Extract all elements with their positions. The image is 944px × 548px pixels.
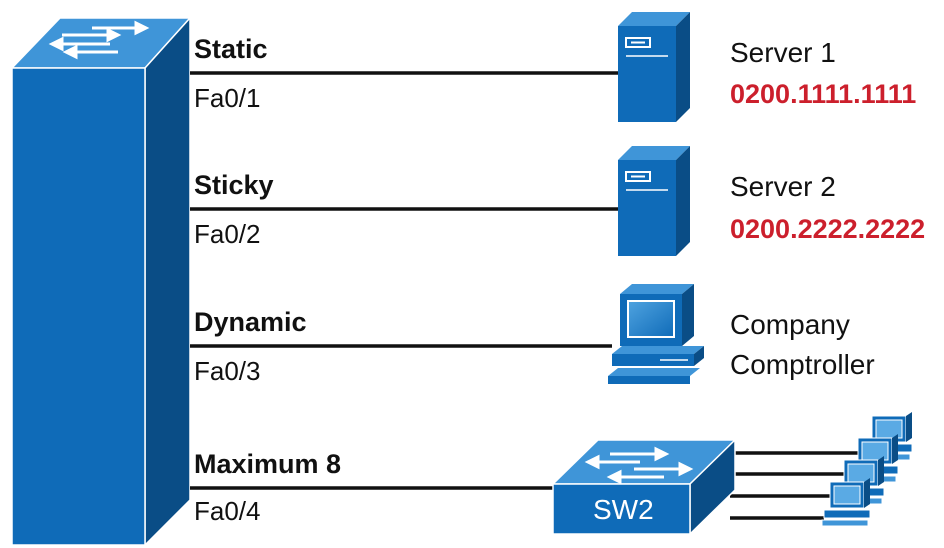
pc-icon xyxy=(608,284,704,384)
link-port-label-2: Fa0/2 xyxy=(194,219,261,249)
server2-mac: 0200.2222.2222 xyxy=(730,214,925,244)
link-mode-label-3: Dynamic xyxy=(194,307,307,337)
link-port-label-3: Fa0/3 xyxy=(194,356,261,386)
link-mode-label-4: Maximum 8 xyxy=(194,449,341,479)
switch-icon xyxy=(551,438,737,536)
link-mode-label-1: Static xyxy=(194,34,268,64)
pc-icon xyxy=(821,478,871,527)
pc-name-line1: Company xyxy=(730,309,850,340)
server-icon xyxy=(618,146,690,256)
server1-name: Server 1 xyxy=(730,37,836,68)
main-switch-icon xyxy=(10,16,192,547)
server1-mac: 0200.1111.1111 xyxy=(730,79,916,109)
link-port-label-4: Fa0/4 xyxy=(194,496,261,526)
server-icon xyxy=(618,12,690,122)
pc-name-line2: Comptroller xyxy=(730,349,875,380)
arrows-icon xyxy=(48,20,150,60)
link-port-label-1: Fa0/1 xyxy=(194,83,261,113)
link-mode-label-2: Sticky xyxy=(194,170,274,200)
server2-name: Server 2 xyxy=(730,171,836,202)
arrows-icon xyxy=(584,446,694,485)
sw2-label: SW2 xyxy=(593,494,654,525)
